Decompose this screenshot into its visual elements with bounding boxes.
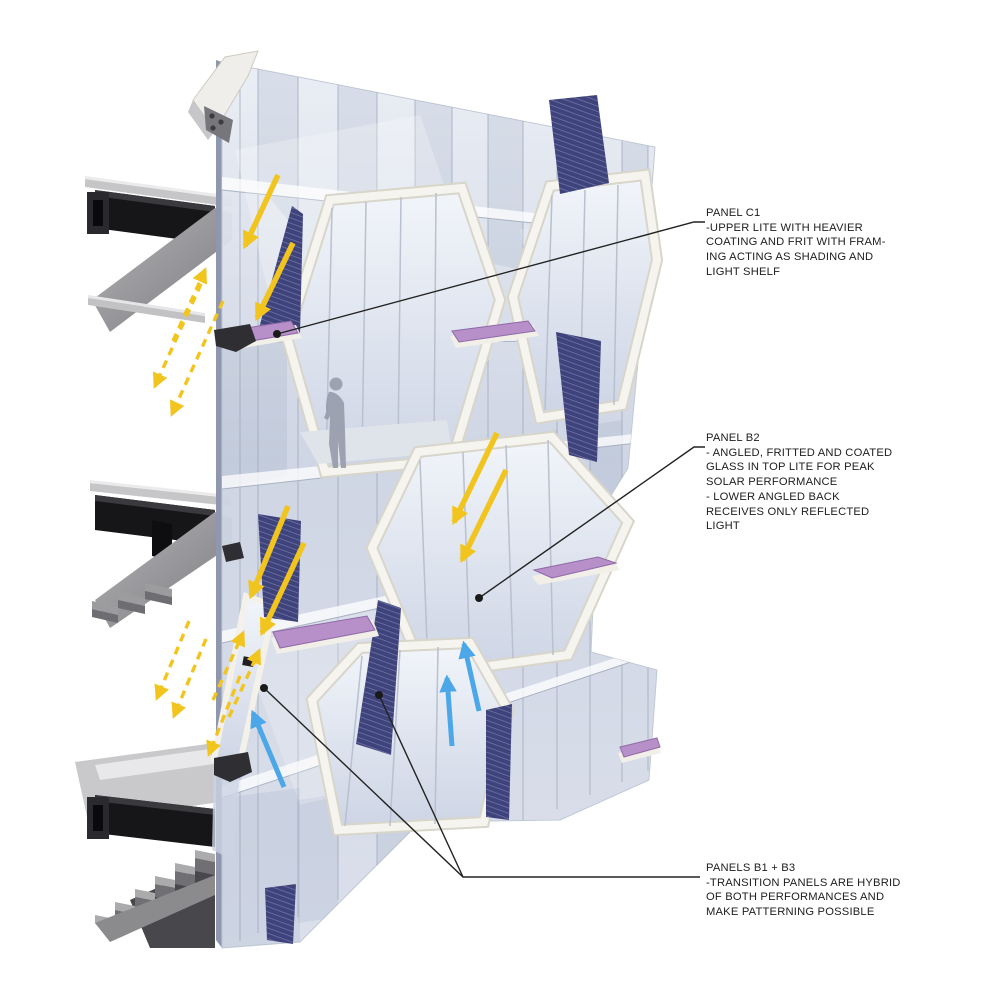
annotation-title: PANELS B1 + B3 — [706, 862, 796, 874]
reflected-sun-arrow — [153, 283, 203, 389]
floor-slab-assembly-middle — [90, 480, 232, 628]
leader-dot-panel-c1 — [273, 330, 281, 338]
direct-sun-arrow — [459, 468, 509, 564]
direct-sun-arrow — [242, 173, 281, 250]
light-shelves — [226, 320, 661, 758]
leader-line-panel-b2 — [478, 446, 705, 599]
parapet-cap — [188, 50, 259, 143]
direct-sunlight-arrows — [242, 173, 509, 637]
stairs — [95, 850, 215, 942]
direct-sun-arrow — [259, 541, 307, 637]
direct-sun-arrow — [248, 504, 291, 600]
hex-panel-bottom — [305, 636, 515, 837]
direct-sun-arrow — [451, 431, 500, 526]
leader-lines — [263, 221, 705, 878]
hex-panel-c1-bay — [280, 181, 507, 479]
leader-dot-panel-b2 — [475, 594, 483, 602]
leader-dot-panel-b3 — [375, 691, 383, 699]
annotation-title: PANEL B2 — [706, 432, 760, 444]
reflected-sunlight-dashed-arrows — [153, 267, 261, 757]
reflected-uplight-arrows — [250, 640, 482, 788]
reflected-sun-arrow — [154, 620, 191, 701]
uplight-arrow — [250, 709, 287, 788]
reflected-sun-arrow — [170, 300, 225, 417]
leader-line-panels-b1-b3-branch — [378, 694, 464, 878]
floor-slab-assembly-top — [85, 176, 232, 332]
leader-dot-panel-b1 — [260, 684, 268, 692]
annotation-panels-b1-b3: PANELS B1 + B3 -TRANSITION PANELS ARE HY… — [706, 861, 976, 920]
direct-sun-arrow — [254, 241, 296, 322]
hex-panel-frames — [210, 168, 664, 860]
annotation-body: - ANGLED, FRITTED AND COATED GLASS IN TO… — [706, 446, 893, 533]
floor-slab-assembly-bottom — [75, 742, 234, 948]
reflected-sun-arrow — [171, 638, 208, 719]
leader-line-panel-c1 — [276, 221, 705, 335]
frit-panel-hatch — [258, 95, 609, 944]
reflected-sun-arrow — [227, 648, 261, 718]
leader-dots — [260, 330, 483, 699]
annotation-body: -TRANSITION PANELS ARE HYBRID OF BOTH PE… — [706, 876, 901, 919]
reflected-sun-arrow — [211, 630, 246, 701]
annotation-panel-c1: PANEL C1 -UPPER LITE WITH HEAVIER COATIN… — [706, 206, 976, 280]
uplight-arrow — [458, 640, 482, 712]
annotation-body: -UPPER LITE WITH HEAVIER COATING AND FRI… — [706, 221, 886, 278]
annotation-panel-b2: PANEL B2 - ANGLED, FRITTED AND COATED GL… — [706, 431, 976, 534]
annotation-title: PANEL C1 — [706, 207, 761, 219]
hex-panel-top-right — [506, 168, 664, 425]
curtain-wall — [188, 50, 664, 949]
uplight-arrow — [439, 674, 457, 747]
person-silhouette — [324, 377, 346, 468]
